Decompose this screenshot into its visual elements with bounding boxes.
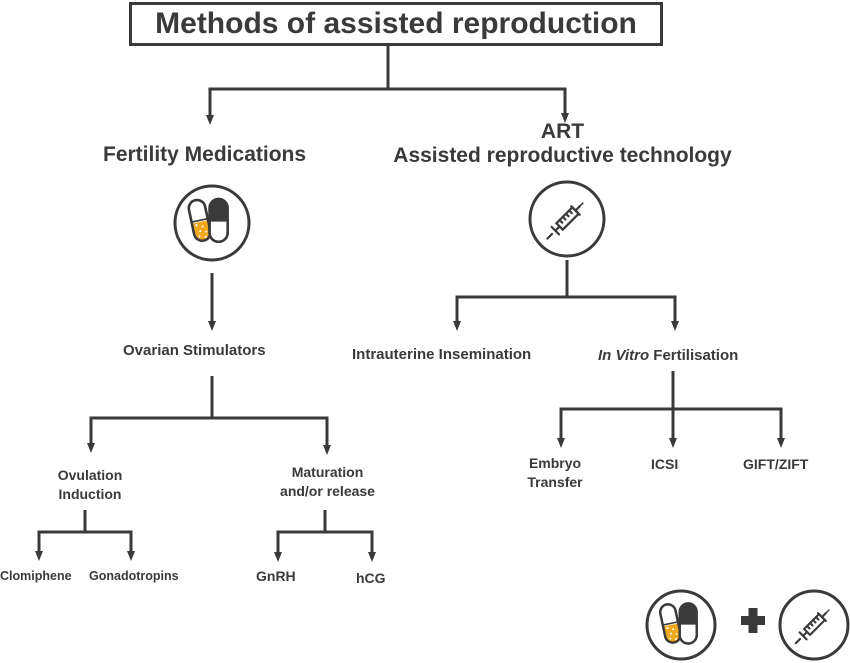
legend-plus-icon xyxy=(741,608,765,633)
embryo-line1: Embryo xyxy=(528,455,582,471)
in-vitro-italic: In Vitro xyxy=(598,347,650,364)
ovulation-line1: Ovulation xyxy=(57,467,123,483)
in-vitro-fertilisation-label: In Vitro Fertilisation xyxy=(598,347,738,364)
embryo-line2: Transfer xyxy=(527,474,583,490)
diagram-title: Methods of assisted reproduction xyxy=(155,7,637,40)
art-label: ART Assisted reproductive technology xyxy=(390,120,735,168)
intrauterine-insemination-label: Intrauterine Insemination xyxy=(352,346,532,363)
icsi-label: ICSI xyxy=(651,456,679,472)
fertility-medications-label: Fertility Medications xyxy=(103,143,307,166)
ovulation-line2: Induction xyxy=(58,486,122,502)
ovarian-stimulators-label: Ovarian Stimulators xyxy=(123,342,266,359)
art-acronym: ART xyxy=(540,120,585,143)
maturation-line1: Maturation xyxy=(291,464,364,480)
hcg-label: hCG xyxy=(356,570,386,586)
art-full-name: Assisted reproductive technology xyxy=(393,144,732,167)
gnrh-label: GnRH xyxy=(256,568,296,584)
clomiphene-label: Clomiphene xyxy=(0,569,72,583)
connector-lines xyxy=(35,46,785,562)
gift-zift-label: GIFT/ZIFT xyxy=(743,456,809,472)
maturation-line2: and/or release xyxy=(280,483,375,499)
gonadotropins-label: Gonadotropins xyxy=(89,569,179,583)
embryo-transfer-label: Embryo Transfer xyxy=(515,454,595,492)
pill-capsule-icon xyxy=(173,184,251,262)
syringe-icon xyxy=(528,180,606,258)
legend-pill-capsule-icon xyxy=(645,589,717,661)
legend-syringe-icon xyxy=(778,589,850,661)
diagram-title-box: Methods of assisted reproduction xyxy=(129,2,663,46)
fertilisation-text: Fertilisation xyxy=(649,347,739,364)
ovulation-induction-label: Ovulation Induction xyxy=(40,466,140,504)
maturation-release-label: Maturation and/or release xyxy=(265,463,390,501)
